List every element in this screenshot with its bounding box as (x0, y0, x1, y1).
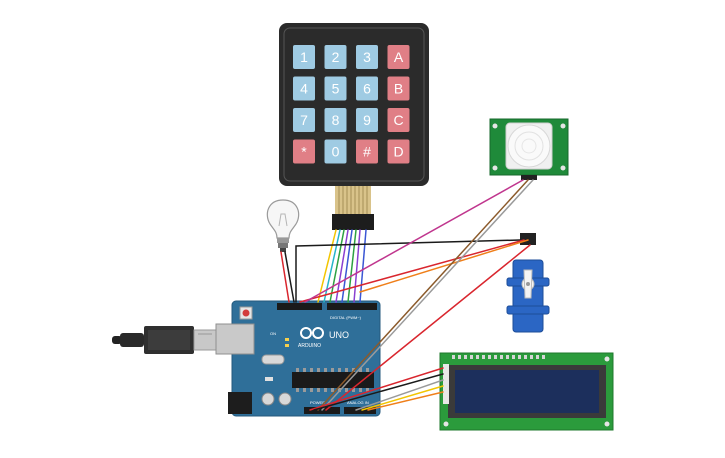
lcd-pin (476, 355, 479, 359)
keypad-key-label: 7 (300, 112, 308, 128)
lcd-pin (512, 355, 515, 359)
atmega-chip (292, 372, 374, 388)
lcd-pin (494, 355, 497, 359)
wire-keypad-5 (341, 229, 353, 303)
wire-pir-grey (321, 179, 534, 411)
keypad-key-label: A (394, 49, 404, 65)
wire-pir-brown (317, 179, 529, 411)
wire-keypad-6 (347, 229, 357, 303)
servo-motor-icon[interactable] (506, 233, 550, 333)
brand-label: ARDUINO (298, 343, 321, 349)
wire-lcd-red (309, 367, 444, 411)
wire-keypad-4 (335, 229, 349, 303)
keypad-key[interactable] (324, 76, 347, 101)
header-top-right (327, 303, 377, 310)
keypad-key-label: * (301, 144, 307, 160)
wire-servo-red (299, 239, 525, 303)
lcd-pin (488, 355, 491, 359)
keypad-connector (332, 214, 374, 230)
wire-bulb-red (280, 251, 290, 303)
wire-keypad-8 (359, 229, 367, 303)
wire-lcd-yellow (361, 385, 444, 411)
keypad-key-label: 6 (363, 81, 371, 97)
wire-bulb-black (284, 251, 295, 303)
keypad-key[interactable] (293, 76, 315, 101)
keypad-key[interactable] (356, 139, 378, 164)
keypad-key[interactable] (356, 45, 378, 69)
wire-keypad-3 (329, 229, 345, 303)
keypad-key[interactable] (293, 139, 315, 164)
keypad-keys: 1 2 3 A 4 5 6 B 7 8 9 C * 0 # D (293, 45, 410, 164)
lcd-pin (506, 355, 509, 359)
lcd-pin (500, 355, 503, 359)
keypad-key-label: 4 (300, 81, 308, 97)
lcd-pin (542, 355, 545, 359)
header-top-left (277, 303, 322, 310)
pir-sensor-icon[interactable] (489, 118, 569, 180)
keypad-key-label: 1 (300, 49, 308, 65)
lcd-pin (536, 355, 539, 359)
lcd-pin (452, 355, 455, 359)
keypad-key[interactable] (324, 108, 347, 132)
keypad-key-label: 8 (332, 112, 340, 128)
wire-servo-orange (359, 239, 529, 293)
keypad-key[interactable] (324, 45, 347, 69)
keypad-key[interactable] (387, 108, 410, 132)
keypad-key[interactable] (387, 139, 410, 164)
keypad-key[interactable] (387, 76, 410, 101)
power-label: POWER (310, 400, 325, 405)
keypad-ribbon (335, 186, 371, 214)
arduino-logo-icon (300, 327, 324, 339)
lightbulb-icon[interactable] (266, 199, 300, 252)
lcd-pin (524, 355, 527, 359)
keypad-key-label: 0 (332, 144, 340, 160)
usb-cable-icon[interactable] (112, 326, 217, 354)
keypad-key[interactable] (356, 76, 378, 101)
keypad-key[interactable] (293, 108, 315, 132)
keypad-key-label: C (393, 112, 403, 128)
lcd-pin (530, 355, 533, 359)
keypad[interactable]: 1 2 3 A 4 5 6 B 7 8 9 C * 0 # D (279, 23, 429, 230)
on-label: ON (270, 331, 276, 336)
wires (280, 179, 534, 411)
wire-pir-magenta (304, 179, 524, 303)
lcd-pin (458, 355, 461, 359)
wire-lcd-grey (355, 379, 444, 411)
lcd-display-icon[interactable] (439, 352, 614, 431)
header-label: DIGITAL (PWM~) (330, 315, 362, 320)
wire-lcd-black (313, 373, 444, 411)
header-analog (344, 407, 376, 414)
lcd-pin (518, 355, 521, 359)
analog-label: ANALOG IN (347, 400, 369, 405)
wire-lcd-orange (367, 391, 444, 411)
wire-servo-black (295, 239, 521, 303)
keypad-key-label: 2 (332, 49, 340, 65)
wire-keypad-1 (317, 229, 337, 303)
lcd-pin (482, 355, 485, 359)
wire-keypad-7 (353, 229, 361, 303)
keypad-key[interactable] (293, 45, 315, 69)
model-label: UNO (329, 330, 349, 340)
keypad-key-label: 5 (332, 81, 340, 97)
keypad-key[interactable] (356, 108, 378, 132)
keypad-key[interactable] (324, 139, 347, 164)
lcd-pin (464, 355, 467, 359)
keypad-key-label: # (363, 144, 371, 160)
wire-servo-power (325, 244, 531, 411)
keypad-key-label: 3 (363, 49, 371, 65)
lcd-pin (470, 355, 473, 359)
keypad-key-label: B (394, 81, 403, 97)
keypad-key[interactable] (387, 45, 410, 69)
servo-connector (520, 233, 536, 245)
keypad-key-label: 9 (363, 112, 371, 128)
keypad-key-label: D (393, 144, 403, 160)
